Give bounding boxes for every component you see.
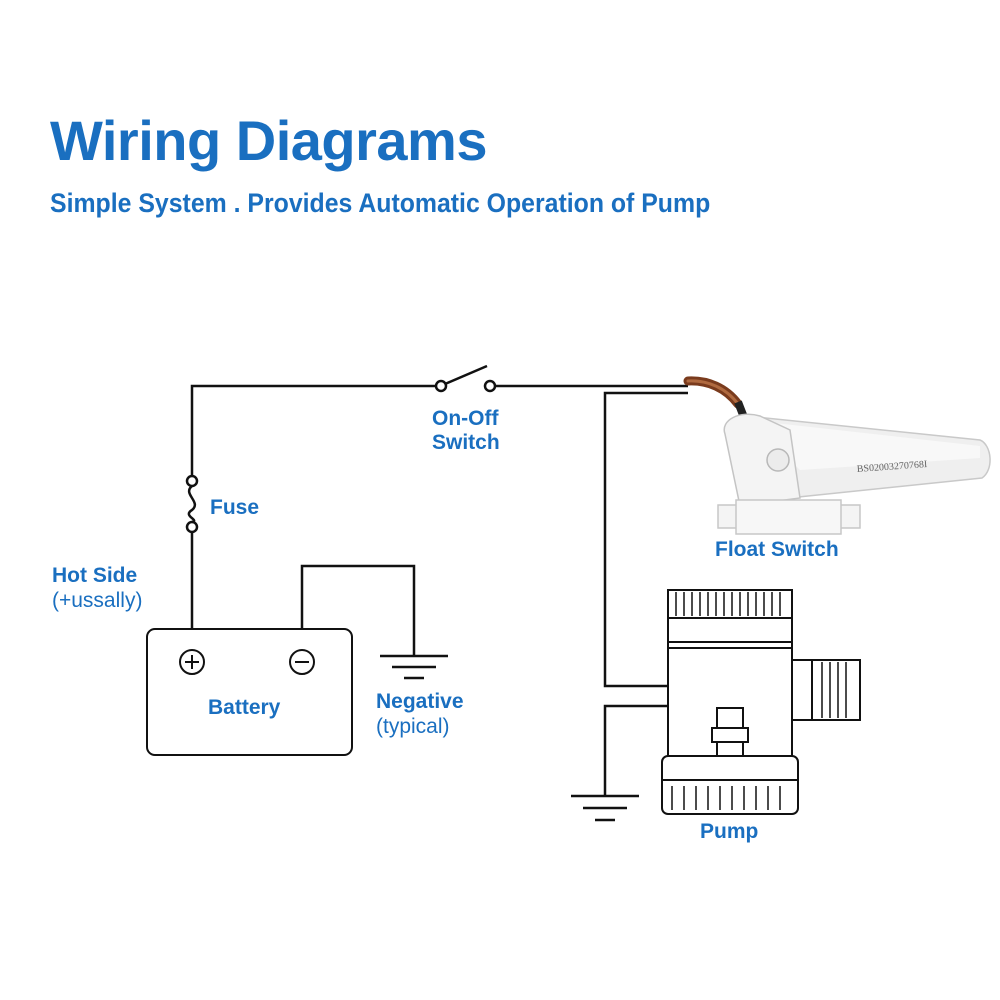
fuse-icon (185, 474, 199, 534)
page-subtitle: Simple System . Provides Automatic Opera… (50, 188, 711, 218)
negative-label: Negative (376, 690, 464, 713)
hot-wire-upper (190, 384, 438, 478)
float-switch-label: Float Switch (715, 538, 839, 561)
hot-side-label: Hot Side (52, 564, 138, 587)
battery-ground-icon (380, 654, 448, 680)
float-switch-icon: BS02003270768I (683, 376, 991, 535)
battery-negative-wire (300, 564, 416, 656)
battery-icon (146, 628, 353, 756)
battery-label: Battery (208, 696, 281, 719)
on-off-switch-label-line2: Switch (432, 431, 500, 454)
float-switch-marking: BS02003270768I (856, 459, 927, 475)
on-off-switch-label-line1: On-Off (432, 407, 499, 430)
pump-icon (661, 589, 861, 815)
negative-note: (typical) (376, 715, 450, 738)
pump-label: Pump (700, 820, 759, 843)
float-to-pump-wire (603, 391, 688, 688)
on-off-switch-icon (434, 364, 497, 393)
fuse-label: Fuse (210, 496, 260, 519)
pump-ground-wire (603, 704, 668, 796)
hot-side-note: (+ussally) (52, 589, 143, 612)
page-title: Wiring Diagrams (50, 109, 487, 172)
pump-ground-icon (571, 794, 639, 822)
